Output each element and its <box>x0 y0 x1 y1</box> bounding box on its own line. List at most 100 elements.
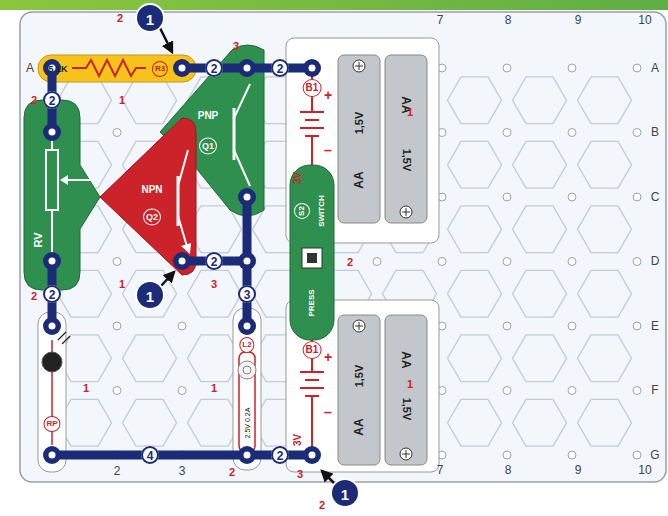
part-label: AA <box>353 171 365 188</box>
grid-hole <box>123 335 177 382</box>
grid-post <box>178 322 186 330</box>
grid-post <box>113 322 121 330</box>
callout-number: 1 <box>137 5 163 31</box>
grid-coordinate: 2 <box>114 465 121 477</box>
grid-hole <box>513 335 567 382</box>
part-label: 2 <box>277 63 284 75</box>
snap-end <box>238 446 256 464</box>
grid-post <box>633 322 641 330</box>
npn-transistor: NPNQ2 <box>100 118 196 275</box>
grid-coordinate: 10 <box>638 14 651 26</box>
grid-coordinate: 8 <box>505 14 512 26</box>
grid-hole <box>513 206 567 253</box>
part-label: 2.5V 0.2A <box>244 408 251 439</box>
level-number: 3 <box>211 279 217 290</box>
part-label: 1 <box>146 11 154 26</box>
callout-number: 1 <box>137 282 163 308</box>
level-number: 2 <box>117 13 123 24</box>
pnp-transistor: PNPQ1 <box>160 44 264 220</box>
wire-number: 3 <box>238 285 256 303</box>
level-number: 2 <box>347 257 353 268</box>
grid-post <box>633 129 641 137</box>
grid-post <box>113 387 121 395</box>
level-number: 3 <box>233 41 239 52</box>
level-number: 1 <box>119 279 125 290</box>
part-label: 2 <box>277 450 284 462</box>
grid-hole <box>578 335 632 382</box>
aa-cell: AA1,5V <box>338 315 380 465</box>
part-label: 4 <box>147 450 154 462</box>
grid-coordinate: 7 <box>437 464 444 476</box>
grid-coordinate: F <box>651 384 658 396</box>
grid-post <box>568 64 576 72</box>
wire-number: 2 <box>271 446 289 464</box>
grid-post <box>568 193 576 201</box>
part-id: L2 <box>239 337 254 353</box>
grid-post <box>438 258 446 266</box>
level-number: 1 <box>119 95 125 106</box>
grid-post <box>633 451 641 459</box>
grid-coordinate: C <box>651 191 660 203</box>
snap-end <box>43 123 61 141</box>
part-label: 2 <box>49 95 56 107</box>
part-label: 2 <box>211 256 218 268</box>
part-label: + <box>324 350 332 364</box>
part-label: – <box>324 405 332 419</box>
grid-post <box>113 129 121 137</box>
part-id: S2 <box>294 203 310 219</box>
level-number: 2 <box>229 467 235 478</box>
grid-coordinate: 10 <box>638 464 651 476</box>
potentiometer-symbol <box>24 100 100 290</box>
snap-ends <box>43 59 321 464</box>
part-label: 2 <box>49 289 56 301</box>
grid-hole <box>513 270 567 317</box>
grid-hole <box>578 77 632 124</box>
grid-post <box>568 322 576 330</box>
grid-hole <box>448 206 502 253</box>
battery-holder <box>286 38 439 243</box>
grid-coordinate: 9 <box>575 464 582 476</box>
grid-hole <box>578 141 632 188</box>
aa-cell: AA1,5V <box>385 315 427 465</box>
grid-post <box>633 387 641 395</box>
top-band <box>0 0 668 10</box>
wire-number: 2 <box>205 252 223 270</box>
part-id: B1 <box>303 79 322 97</box>
part-label: AA <box>353 418 365 435</box>
grid-post <box>633 193 641 201</box>
snap-end <box>238 59 256 77</box>
wire-number: 2 <box>205 59 223 77</box>
part-label: 1 <box>146 288 154 303</box>
snap-end <box>173 59 191 77</box>
level-number: 1 <box>407 107 413 118</box>
npn-transistor <box>100 118 196 275</box>
level-number: 1 <box>83 383 89 394</box>
grid-hole <box>448 335 502 382</box>
grid-post <box>503 129 511 137</box>
grid-hole <box>578 399 632 446</box>
lamp <box>233 308 261 470</box>
grid-post <box>568 387 576 395</box>
grid-hole <box>513 141 567 188</box>
callout-number: 1 <box>332 480 358 506</box>
grid-post <box>633 64 641 72</box>
level-number: 1 <box>211 383 217 394</box>
part-id: B1 <box>303 341 322 359</box>
grid-coordinate: 8 <box>505 464 512 476</box>
grid-post <box>503 258 511 266</box>
aa-cell: AA1,5V <box>338 55 380 223</box>
wire-number: 2 <box>43 285 61 303</box>
snap-end <box>173 252 191 270</box>
grid-post <box>568 258 576 266</box>
part-label: NPN <box>141 185 162 195</box>
grid-coordinate: A <box>651 62 659 74</box>
grid-hole <box>578 206 632 253</box>
grid-hole <box>123 270 177 317</box>
resistor: 5.1KR3 <box>38 55 196 82</box>
grid-post <box>113 258 121 266</box>
grid-hole <box>513 399 567 446</box>
snap-wires <box>52 68 312 455</box>
grid-hole <box>448 141 502 188</box>
part-label: 1,5V <box>401 397 412 420</box>
lamp: L2 2.5V 0.2A <box>233 308 261 470</box>
